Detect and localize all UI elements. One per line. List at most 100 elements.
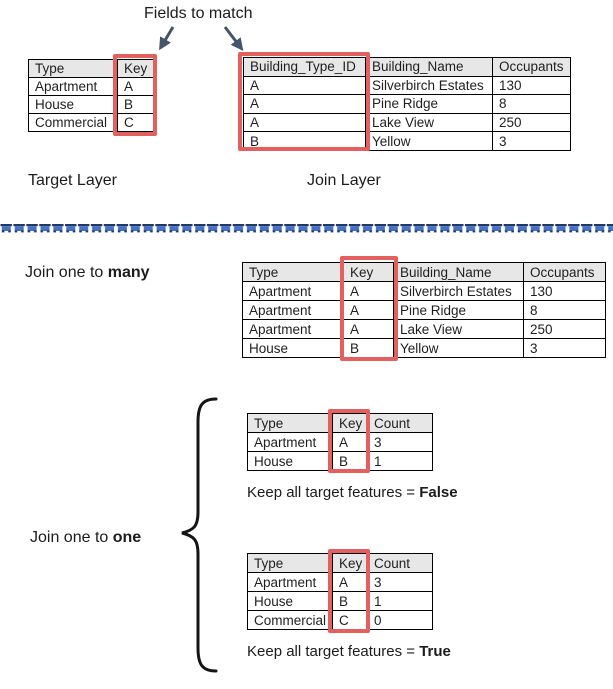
table-cell: B xyxy=(243,131,366,151)
table-cell: C xyxy=(332,610,368,630)
table-header-row: Type Key Count xyxy=(247,553,433,573)
column-header: Type xyxy=(28,59,118,78)
table-cell: House xyxy=(242,338,344,358)
one-to-one-true-table: Type Key Count Apartment A 3 House B 1 C… xyxy=(247,553,433,630)
table-cell: Pine Ridge xyxy=(393,300,524,320)
column-header: Type xyxy=(247,553,333,573)
fields-to-match-label: Fields to match xyxy=(144,5,253,22)
table-row: House B Yellow 3 xyxy=(242,338,606,358)
table-row: Apartment A Pine Ridge 8 xyxy=(242,300,606,320)
table-cell: Commercial xyxy=(28,113,118,132)
table-cell: C xyxy=(117,113,154,132)
table-cell: House xyxy=(28,95,118,114)
table-cell: 250 xyxy=(492,112,571,133)
table-cell: B xyxy=(117,95,154,114)
column-header: Count xyxy=(367,553,433,573)
table-cell: Lake View xyxy=(393,319,524,339)
table-cell: 1 xyxy=(367,451,433,471)
table-cell: Yellow xyxy=(365,131,493,151)
table-cell: A xyxy=(243,75,366,96)
table-cell: Silverbirch Estates xyxy=(365,75,493,96)
table-cell: 8 xyxy=(492,94,571,114)
table-cell: A xyxy=(332,432,368,452)
table-cell: A xyxy=(117,77,154,96)
join-one-to-many-label: Join one to many xyxy=(25,264,150,282)
table-cell: B xyxy=(343,338,394,358)
label-text: Join one to xyxy=(30,529,113,546)
table-cell: A xyxy=(343,300,394,320)
caption-bold: False xyxy=(419,484,458,501)
table-header-row: Type Key xyxy=(28,59,154,78)
table-cell: Yellow xyxy=(393,338,524,358)
join-layer-label: Join Layer xyxy=(307,172,381,189)
caption-bold: True xyxy=(419,643,451,660)
table-row: Commercial C xyxy=(28,113,154,132)
table-row: House B xyxy=(28,95,154,114)
column-header: Key xyxy=(332,413,368,433)
table-row: A Silverbirch Estates 130 xyxy=(243,75,571,96)
table-cell: 3 xyxy=(367,432,433,452)
table-cell: 130 xyxy=(492,75,571,96)
table-cell: Apartment xyxy=(247,432,333,452)
one-to-many-table: Type Key Building_Name Occupants Apartme… xyxy=(242,262,606,358)
table-row: Apartment A Lake View 250 xyxy=(242,319,606,339)
join-layer-table: Building_Type_ID Building_Name Occupants… xyxy=(243,57,571,151)
one-to-one-false-table: Type Key Count Apartment A 3 House B 1 xyxy=(247,413,433,471)
keep-true-caption: Keep all target features = True xyxy=(247,643,451,660)
column-header: Type xyxy=(242,262,344,282)
table-cell: Apartment xyxy=(242,300,344,320)
table-row: Commercial C 0 xyxy=(247,610,433,630)
table-cell: 250 xyxy=(523,319,606,339)
table-cell: Apartment xyxy=(28,77,118,96)
table-header-row: Type Key Count xyxy=(247,413,433,433)
column-header: Type xyxy=(247,413,333,433)
table-cell: 0 xyxy=(367,610,433,630)
label-text: Join one to xyxy=(25,264,108,281)
table-cell: 8 xyxy=(523,300,606,320)
column-header: Building_Name xyxy=(365,57,493,77)
target-layer-label: Target Layer xyxy=(28,172,117,189)
table-row: B Yellow 3 xyxy=(243,131,571,151)
table-cell: Lake View xyxy=(365,112,493,133)
arrow-down-left-icon xyxy=(159,26,175,51)
table-row: Apartment A Silverbirch Estates 130 xyxy=(242,281,606,301)
table-cell: 3 xyxy=(367,572,433,592)
table-cell: Pine Ridge xyxy=(365,94,493,114)
label-bold: one xyxy=(112,529,142,546)
fields-arrows xyxy=(159,26,244,52)
table-cell: Apartment xyxy=(242,281,344,301)
table-cell: 130 xyxy=(523,281,606,301)
table-cell: Commercial xyxy=(247,610,333,630)
table-row: House B 1 xyxy=(247,451,433,471)
table-cell: A xyxy=(343,281,394,301)
caption-text: Keep all target features = xyxy=(247,484,420,501)
column-header: Building_Type_ID xyxy=(243,57,366,77)
table-cell: Silverbirch Estates xyxy=(393,281,524,301)
table-cell: 1 xyxy=(367,591,433,611)
table-cell: House xyxy=(247,591,333,611)
table-cell: 3 xyxy=(492,131,571,151)
table-row: Apartment A 3 xyxy=(247,432,433,452)
table-cell: Apartment xyxy=(247,572,333,592)
table-header-row: Type Key Building_Name Occupants xyxy=(242,262,606,282)
join-one-to-one-label: Join one to one xyxy=(30,529,141,547)
caption-text: Keep all target features = xyxy=(247,643,420,660)
label-bold: many xyxy=(107,264,150,281)
table-cell: A xyxy=(243,112,366,133)
column-header: Occupants xyxy=(523,262,606,282)
column-header: Building_Name xyxy=(393,262,524,282)
table-cell: A xyxy=(332,572,368,592)
table-cell: 3 xyxy=(523,338,606,358)
table-cell: A xyxy=(343,319,394,339)
table-row: Apartment A 3 xyxy=(247,572,433,592)
table-row: Apartment A xyxy=(28,77,154,96)
table-row: House B 1 xyxy=(247,591,433,611)
table-cell: House xyxy=(247,451,333,471)
column-header: Occupants xyxy=(492,57,571,77)
table-cell: Apartment xyxy=(242,319,344,339)
table-cell: B xyxy=(332,591,368,611)
curly-brace-icon xyxy=(181,397,218,673)
table-header-row: Building_Type_ID Building_Name Occupants xyxy=(243,57,571,77)
column-header: Count xyxy=(367,413,433,433)
target-layer-table: Type Key Apartment A House B Commercial … xyxy=(28,59,154,132)
